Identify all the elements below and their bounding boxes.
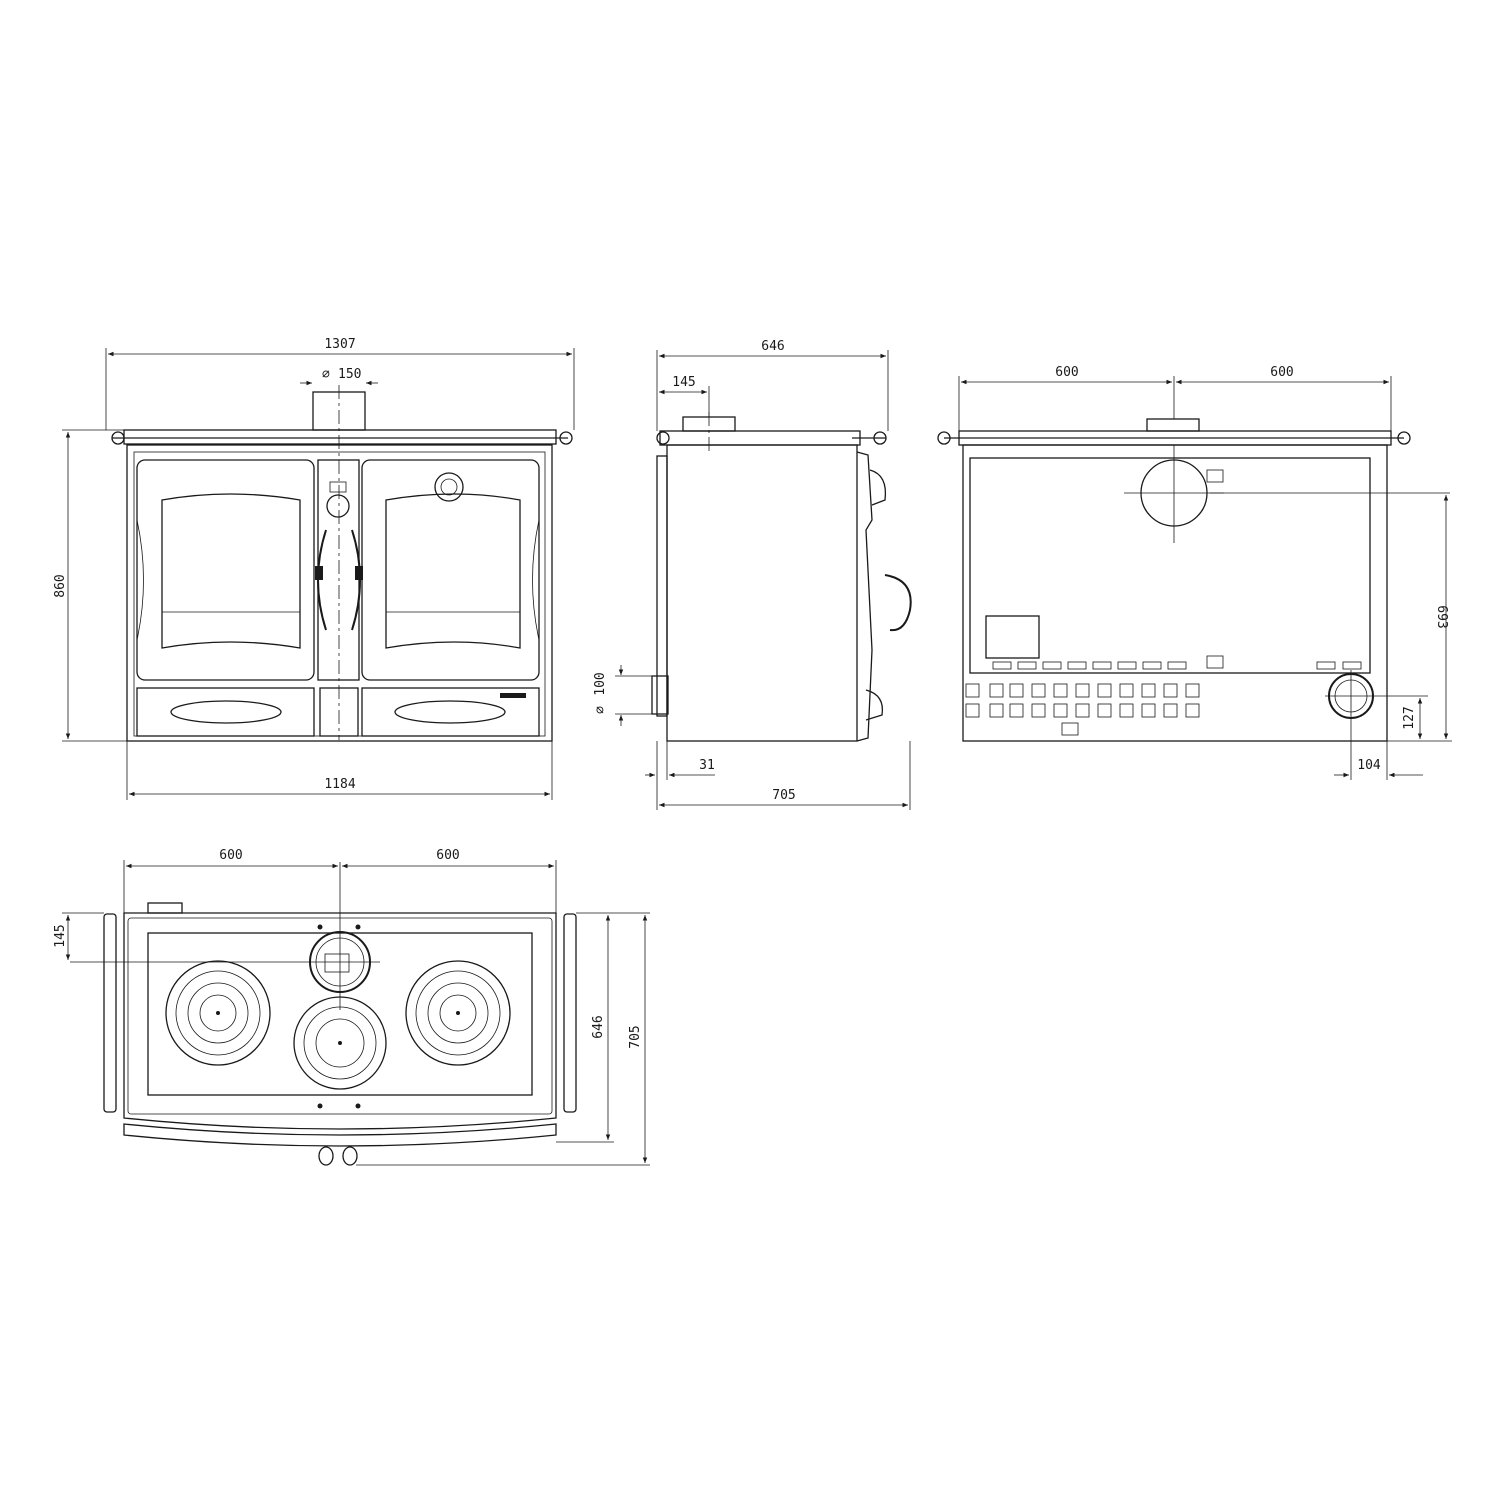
dim-side-rear-flue-symbol: ⌀ bbox=[593, 706, 608, 714]
hob-left bbox=[165, 960, 271, 1066]
hob-right bbox=[405, 960, 511, 1066]
side-body bbox=[666, 444, 858, 742]
dim-front-flue-symbol: ⌀ bbox=[322, 367, 330, 382]
side-dimensions: 646 145 ⌀ 100 31 705 bbox=[593, 339, 911, 810]
dim-side-rear-offset: 31 bbox=[699, 758, 715, 773]
drawer-left bbox=[136, 687, 315, 737]
dim-top-total-depth: 705 bbox=[628, 1025, 643, 1048]
left-oven-door bbox=[136, 459, 315, 681]
dim-side-depth: 646 bbox=[761, 339, 784, 354]
rear-knockouts bbox=[965, 683, 1200, 718]
top-dimensions: 600 600 145 646 705 bbox=[53, 848, 650, 1166]
dim-rear-right: 600 bbox=[1270, 365, 1293, 380]
dim-rear-outlet-offset: 104 bbox=[1357, 758, 1381, 773]
dim-front-base: 1184 bbox=[324, 777, 355, 792]
top-knob-left bbox=[318, 1146, 334, 1166]
front-body bbox=[126, 444, 553, 742]
thermometer-dial bbox=[434, 472, 464, 502]
side-regulator bbox=[869, 469, 887, 506]
top-cooktop bbox=[123, 912, 557, 1130]
dim-rear-flue-height: 693 bbox=[1434, 605, 1449, 628]
rail-left bbox=[103, 913, 117, 1113]
front-top-plate bbox=[123, 429, 557, 445]
top-knob-right bbox=[342, 1146, 358, 1166]
dim-front-height: 860 bbox=[53, 574, 68, 597]
dim-side-rear-flue: 100 bbox=[593, 672, 608, 695]
drawer-right bbox=[361, 687, 540, 737]
center-column bbox=[317, 459, 360, 681]
dim-top-flue-offset: 145 bbox=[53, 924, 68, 947]
dim-side-flue-offset: 145 bbox=[672, 375, 695, 390]
front-view bbox=[111, 385, 573, 742]
dim-top-right: 600 bbox=[436, 848, 459, 863]
right-door-glass bbox=[385, 493, 521, 649]
rear-body bbox=[962, 444, 1388, 742]
front-dimensions: 1307 ⌀ 150 860 1184 bbox=[53, 337, 575, 800]
rail-knob-left bbox=[111, 431, 125, 445]
dim-rear-left: 600 bbox=[1055, 365, 1078, 380]
top-view bbox=[70, 862, 577, 1166]
side-view bbox=[651, 412, 912, 742]
rear-vent-slots bbox=[992, 661, 1362, 670]
drawer-right-handle bbox=[394, 700, 506, 724]
rear-dimensions: 600 600 693 127 104 bbox=[958, 365, 1452, 780]
hob-center bbox=[293, 996, 387, 1090]
dim-top-left: 600 bbox=[219, 848, 242, 863]
left-door-glass bbox=[161, 493, 301, 649]
dim-front-flue: 150 bbox=[338, 367, 361, 382]
drawer-center bbox=[319, 687, 359, 737]
rail-right bbox=[563, 913, 577, 1113]
dim-front-width: 1307 bbox=[324, 337, 355, 352]
rear-view bbox=[937, 418, 1450, 742]
drawer-left-handle bbox=[170, 700, 282, 724]
dim-rear-outlet-height: 127 bbox=[1402, 706, 1417, 729]
side-rear-flue bbox=[651, 675, 669, 715]
rear-label-plate bbox=[985, 615, 1040, 659]
side-handle bbox=[884, 574, 912, 632]
dim-side-total-depth: 705 bbox=[772, 788, 795, 803]
side-top-plate bbox=[659, 430, 861, 446]
rear-flue-top bbox=[1146, 418, 1200, 432]
air-regulator bbox=[326, 494, 350, 518]
dim-top-depth: 646 bbox=[591, 1015, 606, 1038]
rear-panel bbox=[969, 457, 1371, 674]
rail-knob-right bbox=[559, 431, 573, 445]
